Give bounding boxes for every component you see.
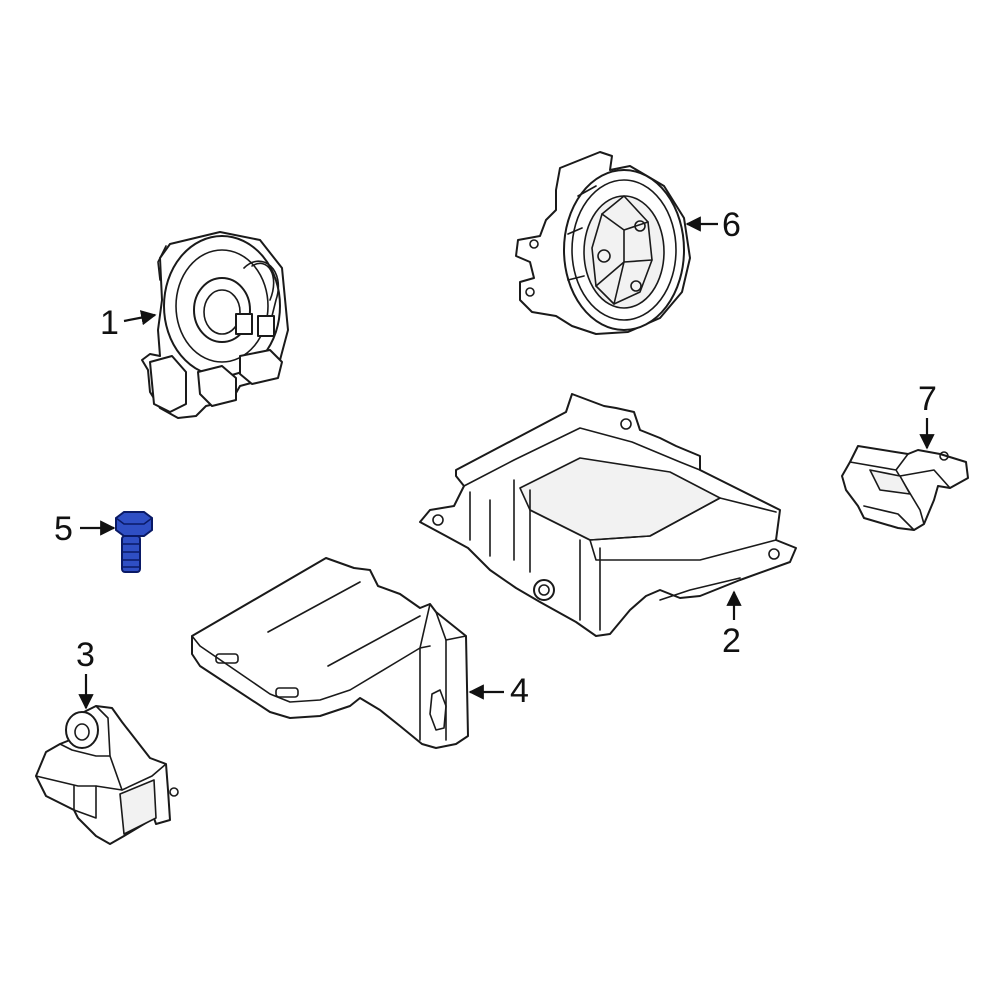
bolt-shank	[121, 535, 141, 573]
part-7-impact-sensor[interactable]	[841, 445, 969, 531]
callout-1: 1	[100, 304, 157, 342]
callout-3: 3	[76, 636, 95, 710]
callout-label-2: 2	[722, 622, 741, 660]
callout-label-1: 1	[100, 304, 119, 342]
callout-2: 2	[722, 590, 742, 660]
callout-label-4: 4	[510, 672, 529, 710]
part-6-clockspring-module[interactable]	[515, 151, 691, 335]
part-3-sensor[interactable]	[35, 705, 179, 845]
callout-7: 7	[918, 380, 937, 450]
callout-5: 5	[54, 510, 116, 548]
part-5-bolt[interactable]	[115, 511, 153, 573]
callout-label-7: 7	[918, 380, 937, 418]
part-1-clockspring[interactable]	[141, 231, 289, 419]
callout-label-6: 6	[722, 206, 741, 244]
callout-6: 6	[685, 206, 741, 244]
part-4-mounting-bracket[interactable]	[191, 557, 469, 749]
callout-label-3: 3	[76, 636, 95, 674]
callout-4: 4	[468, 672, 529, 710]
callout-label-5: 5	[54, 510, 73, 548]
part-2-airbag-control-module[interactable]	[419, 393, 797, 637]
leader-arrow-1	[123, 310, 157, 326]
